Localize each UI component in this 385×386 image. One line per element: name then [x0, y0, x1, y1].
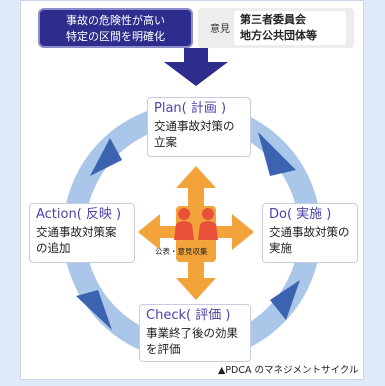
cross-arrow-hub — [176, 206, 216, 262]
people-icon — [174, 208, 218, 240]
person-right-body — [198, 221, 218, 240]
stage-do: Do( 実施 ) 交通事故対策の 実施 — [262, 203, 358, 263]
stage-plan: Plan( 計画 ) 交通事故対策の 立案 — [147, 97, 251, 157]
down-arrow — [164, 48, 228, 86]
stage-check: Check( 評価 ) 事業終了後の効果 を評価 — [139, 304, 251, 362]
stage-do-desc: 交通事故対策の 実施 — [269, 224, 351, 256]
opinion-sources-box: 第三者委員会 地方公共団体等 — [234, 11, 346, 45]
cross-arrow-left — [138, 214, 178, 250]
opinion-label: 意見 — [210, 24, 230, 35]
stage-plan-desc-line-1: 交通事故対策の — [154, 119, 235, 133]
opinion-tag: 意見 第三者委員会 地方公共団体等 — [198, 8, 354, 48]
stage-do-title: Do( 実施 ) — [269, 207, 332, 222]
stage-action: Action( 反映 ) 交通事故対策案 の追加 — [29, 203, 135, 263]
stage-do-desc-line-1: 交通事故対策の — [269, 225, 350, 239]
person-left-body — [174, 221, 194, 240]
problem-line-1: 事故の危険性が高い — [66, 14, 165, 27]
cross-arrow-right — [214, 214, 254, 250]
center-cross-arrows — [138, 166, 254, 300]
cycle-arrowhead-do-to-check — [270, 280, 300, 320]
problem-definition-box: 事故の危険性が高い 特定の区間を明確化 — [38, 8, 193, 48]
person-left-head — [178, 208, 190, 220]
stage-check-desc: 事業終了後の効果 を評価 — [146, 325, 244, 357]
opinion-source-committee: 第三者委員会 — [240, 13, 306, 26]
cycle-arrowhead-action-to-plan — [90, 138, 122, 176]
problem-line-2: 特定の区間を明確化 — [66, 30, 165, 43]
stage-plan-desc-line-2: 立案 — [154, 135, 177, 149]
stage-check-desc-line-2: を評価 — [146, 342, 181, 356]
cycle-arrowhead-plan-to-do — [258, 132, 296, 176]
stage-plan-desc: 交通事故対策の 立案 — [154, 118, 244, 150]
stage-check-desc-line-1: 事業終了後の効果 — [146, 326, 238, 340]
stage-plan-title: Plan( 計画 ) — [154, 101, 227, 116]
stage-do-desc-line-2: 実施 — [269, 241, 292, 255]
stage-check-title: Check( 評価 ) — [146, 308, 231, 323]
person-right-head — [202, 208, 214, 220]
stage-action-title: Action( 反映 ) — [36, 207, 122, 222]
cycle-arrowhead-check-to-action — [76, 290, 112, 330]
cross-arrow-up — [176, 166, 216, 206]
stage-action-desc-line-1: 交通事故対策案 — [36, 225, 117, 239]
figure-caption: ▲PDCA のマネジメントサイクル — [218, 365, 359, 376]
cross-arrow-down — [176, 262, 216, 300]
stage-action-desc: 交通事故対策案 の追加 — [36, 224, 128, 256]
center-caption: 公表・意見収集 — [155, 247, 208, 256]
stage-action-desc-line-2: の追加 — [36, 241, 71, 255]
opinion-source-local-gov: 地方公共団体等 — [240, 29, 317, 42]
